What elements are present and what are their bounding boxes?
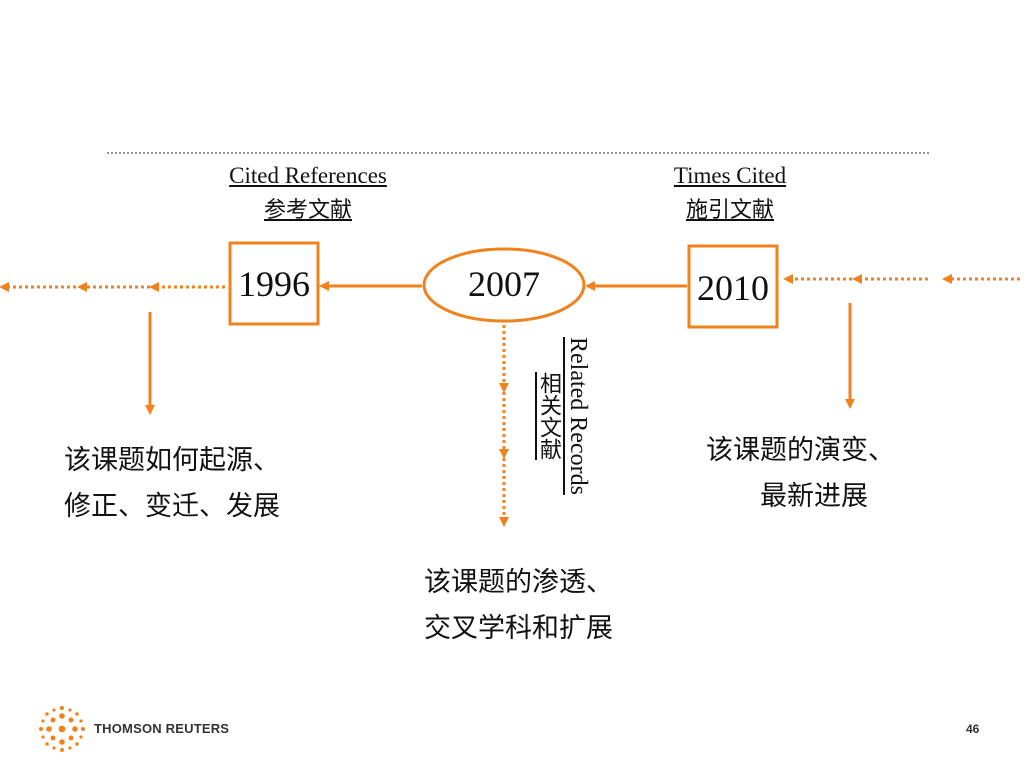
related-records-label: Related Records (565, 337, 591, 495)
times-cited-zh-label: 施引文献 (685, 197, 774, 222)
cited-references-label: Cited References (229, 163, 387, 188)
cited-references-zh-label: 参考文献 (263, 197, 352, 222)
origin-description-line-1: 该课题如何起源、 (64, 445, 280, 476)
evolution-description-line-1: 该课题的演变、 (706, 435, 895, 466)
interdisciplinary-description-line-1: 该课题的渗透、 (424, 567, 613, 598)
interdisciplinary-description: 该课题的渗透、 交叉学科和扩展 (424, 560, 613, 652)
thomson-reuters-logo-icon (39, 706, 85, 752)
page-number: 46 (966, 722, 980, 736)
origin-description: 该课题如何起源、 修正、变迁、发展 (64, 438, 280, 530)
year-ellipse-2007 (422, 247, 586, 323)
year-box-2010 (687, 244, 779, 329)
year-2007: 2007 (468, 264, 540, 304)
year-2010: 2010 (697, 268, 769, 308)
interdisciplinary-description-line-2: 交叉学科和扩展 (424, 613, 613, 644)
evolution-description: 该课题的演变、 最新进展 (706, 428, 895, 520)
year-box-1996 (228, 241, 320, 326)
year-1996: 1996 (238, 264, 310, 304)
brand-name: THOMSON REUTERS (94, 721, 230, 736)
origin-description-line-2: 修正、变迁、发展 (64, 491, 280, 522)
related-records-zh-label: 相关文献 (536, 372, 561, 460)
evolution-description-line-2: 最新进展 (760, 481, 868, 512)
times-cited-label: Times Cited (673, 163, 787, 188)
